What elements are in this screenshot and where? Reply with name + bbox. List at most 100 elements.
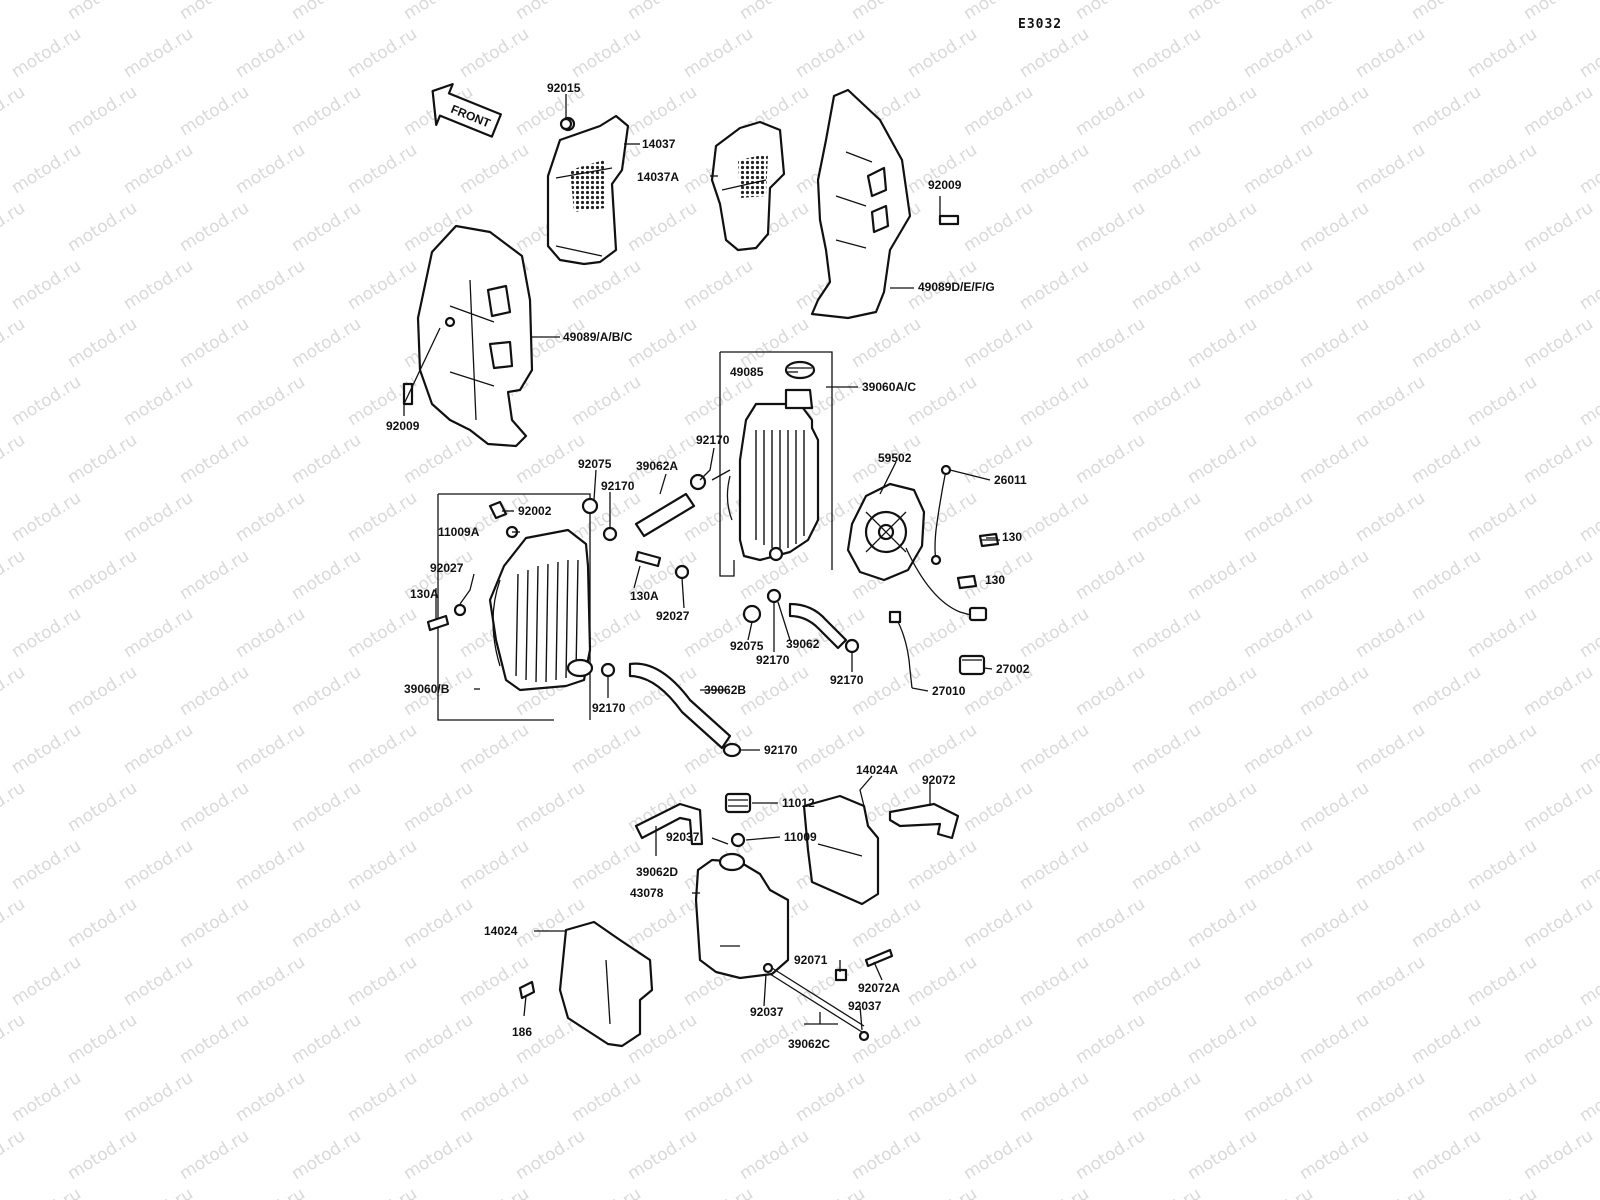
watermark-text: motod.ru xyxy=(1016,1068,1093,1126)
watermark-text: motod.ru xyxy=(1520,430,1597,488)
watermark-text: motod.ru xyxy=(1128,488,1205,546)
watermark-text: motod.ru xyxy=(1576,1184,1600,1200)
watermark-text: motod.ru xyxy=(1184,1126,1261,1184)
watermark-text: motod.ru xyxy=(1184,778,1261,836)
watermark-text: motod.ru xyxy=(1352,1184,1429,1200)
watermark-text: motod.ru xyxy=(344,836,421,894)
watermark-text: motod.ru xyxy=(1184,1010,1261,1068)
watermark-text: motod.ru xyxy=(288,778,365,836)
watermark-text: motod.ru xyxy=(0,894,29,952)
watermark-text: motod.ru xyxy=(1016,140,1093,198)
watermark-text: motod.ru xyxy=(1352,720,1429,778)
watermark-text: motod.ru xyxy=(64,894,141,952)
hose-39062b xyxy=(628,662,732,750)
watermark-text: motod.ru xyxy=(0,0,29,24)
watermark-text: motod.ru xyxy=(0,1010,29,1068)
watermark-text: motod.ru xyxy=(344,604,421,662)
watermark-text: motod.ru xyxy=(120,488,197,546)
watermark-text: motod.ru xyxy=(1072,314,1149,372)
watermark-text: motod.ru xyxy=(120,140,197,198)
part-label: 39062D xyxy=(636,865,678,879)
watermark-text: motod.ru xyxy=(0,314,29,372)
part-label: 59502 xyxy=(878,451,912,465)
part-label: 186 xyxy=(512,1025,532,1039)
watermark-text: motod.ru xyxy=(1464,24,1541,82)
watermark-text: motod.ru xyxy=(8,372,85,430)
watermark-text: motod.ru xyxy=(176,82,253,140)
part-label: 92037 xyxy=(666,830,700,844)
part-label: 49089D/E/F/G xyxy=(918,280,995,294)
part-label: 92170 xyxy=(592,701,626,715)
watermark-text: motod.ru xyxy=(8,1068,85,1126)
watermark-text: motod.ru xyxy=(1408,0,1485,24)
part-label: 92072 xyxy=(922,773,956,787)
watermark-text: motod.ru xyxy=(176,0,253,24)
part-label: 14024A xyxy=(856,763,898,777)
watermark-text: motod.ru xyxy=(1072,662,1149,720)
cooling-fan xyxy=(846,482,988,622)
part-label: 92037 xyxy=(848,999,882,1013)
watermark-text: motod.ru xyxy=(1016,1184,1093,1200)
watermark-text: motod.ru xyxy=(8,1184,85,1200)
watermark-text: motod.ru xyxy=(400,430,477,488)
watermark-text: motod.ru xyxy=(1296,314,1373,372)
part-labels: 92015 14037 14037A 92009 49089D/E/F/G 49… xyxy=(386,81,1030,1051)
watermark-text: motod.ru xyxy=(0,430,29,488)
watermark-text: motod.ru xyxy=(904,1068,981,1126)
watermark-text: motod.ru xyxy=(1408,82,1485,140)
watermark-text: motod.ru xyxy=(1240,372,1317,430)
watermark-text: motod.ru xyxy=(1072,82,1149,140)
watermark-text: motod.ru xyxy=(1240,1184,1317,1200)
watermark-text: motod.ru xyxy=(8,488,85,546)
watermark-text: motod.ru xyxy=(456,1184,533,1200)
watermark-text: motod.ru xyxy=(64,0,141,24)
watermark-text: motod.ru xyxy=(1576,1068,1600,1126)
watermark-text: motod.ru xyxy=(1296,0,1373,24)
part-label: 92170 xyxy=(601,479,635,493)
reservoir-cover xyxy=(558,920,654,1048)
watermark-text: motod.ru xyxy=(232,1184,309,1200)
part-label: 130A xyxy=(630,589,659,603)
watermark-text: motod.ru xyxy=(8,604,85,662)
watermark-text: motod.ru xyxy=(960,778,1037,836)
watermark-text: motod.ru xyxy=(1184,546,1261,604)
watermark-text: motod.ru xyxy=(8,140,85,198)
part-label: 39062B xyxy=(704,683,746,697)
watermark-text: motod.ru xyxy=(232,836,309,894)
watermark-text: motod.ru xyxy=(232,24,309,82)
part-label: 130A xyxy=(410,587,439,601)
hoses xyxy=(628,492,848,750)
reservoir-tank xyxy=(694,852,790,980)
watermark-text: motod.ru xyxy=(288,1126,365,1184)
watermark-text: motod.ru xyxy=(232,1068,309,1126)
part-label: 92170 xyxy=(696,433,730,447)
watermark-text: motod.ru xyxy=(344,1068,421,1126)
watermark-text: motod.ru xyxy=(960,1010,1037,1068)
watermark-text: motod.ru xyxy=(288,546,365,604)
watermark-text: motod.ru xyxy=(456,836,533,894)
watermark-text: motod.ru xyxy=(1072,894,1149,952)
watermark-text: motod.ru xyxy=(344,1184,421,1200)
watermark-text: motod.ru xyxy=(400,778,477,836)
watermark-text: motod.ru xyxy=(904,1184,981,1200)
watermark-text: motod.ru xyxy=(176,546,253,604)
watermark-text: motod.ru xyxy=(1296,894,1373,952)
watermark-text: motod.ru xyxy=(1016,372,1093,430)
fan-switch-wire xyxy=(930,464,952,566)
watermark-text: motod.ru xyxy=(288,894,365,952)
watermark-text: motod.ru xyxy=(456,24,533,82)
diagram-code: E3032 xyxy=(1018,17,1062,32)
part-label: 92027 xyxy=(430,561,464,575)
watermark-text: motod.ru xyxy=(568,1068,645,1126)
watermark-text: motod.ru xyxy=(848,0,925,24)
watermark-text: motod.ru xyxy=(1128,836,1205,894)
watermark-text: motod.ru xyxy=(1520,894,1597,952)
watermark-text: motod.ru xyxy=(792,1068,869,1126)
watermark-text: motod.ru xyxy=(1128,372,1205,430)
watermark-text: motod.ru xyxy=(1576,836,1600,894)
watermark-text: motod.ru xyxy=(1128,1068,1205,1126)
fan-relay xyxy=(958,654,986,676)
watermark-text: motod.ru xyxy=(120,372,197,430)
watermark-text: motod.ru xyxy=(792,1184,869,1200)
watermark-text: motod.ru xyxy=(344,256,421,314)
